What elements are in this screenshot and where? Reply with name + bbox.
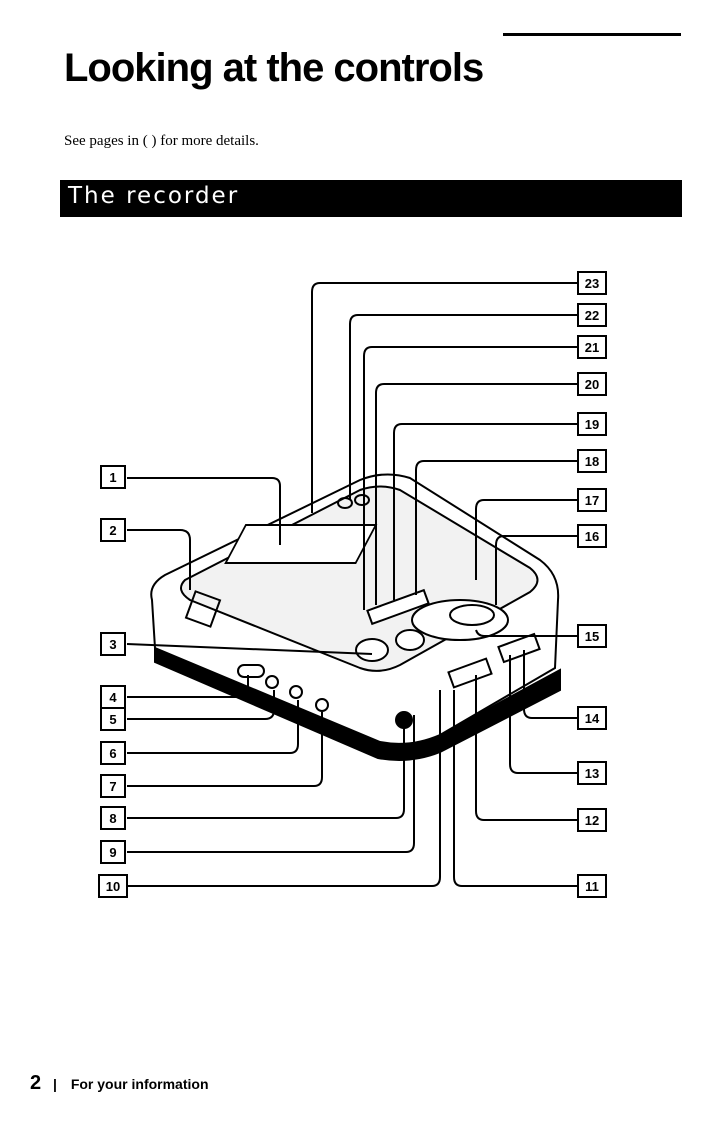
callout-2: 2 <box>101 519 125 541</box>
callout-19: 19 <box>578 413 606 435</box>
svg-text:12: 12 <box>585 813 599 828</box>
callout-18: 18 <box>578 450 606 472</box>
svg-text:18: 18 <box>585 454 599 469</box>
svg-text:4: 4 <box>109 690 117 705</box>
svg-text:6: 6 <box>109 746 116 761</box>
svg-text:11: 11 <box>585 879 599 894</box>
svg-text:16: 16 <box>585 529 599 544</box>
svg-text:20: 20 <box>585 377 599 392</box>
callout-6: 6 <box>101 742 125 764</box>
svg-text:19: 19 <box>585 417 599 432</box>
svg-text:10: 10 <box>106 879 120 894</box>
callout-23: 23 <box>578 272 606 294</box>
svg-text:7: 7 <box>109 779 116 794</box>
footer-text: For your information <box>71 1076 209 1092</box>
svg-text:1: 1 <box>109 470 116 485</box>
callout-5: 5 <box>101 708 125 730</box>
lcd-display <box>226 525 376 563</box>
callout-14: 14 <box>578 707 606 729</box>
svg-text:22: 22 <box>585 308 599 323</box>
svg-text:8: 8 <box>109 811 116 826</box>
callout-11: 11 <box>578 875 606 897</box>
svg-text:3: 3 <box>109 637 116 652</box>
recorder-illustration <box>151 474 560 760</box>
footer-page-number: 2 <box>30 1072 41 1094</box>
callout-17: 17 <box>578 489 606 511</box>
svg-text:13: 13 <box>585 766 599 781</box>
callout-21: 21 <box>578 336 606 358</box>
svg-text:14: 14 <box>585 711 600 726</box>
callout-7: 7 <box>101 775 125 797</box>
footer-separator: | <box>53 1076 57 1092</box>
stop-button <box>356 639 388 661</box>
callout-16: 16 <box>578 525 606 547</box>
svg-text:21: 21 <box>585 340 599 355</box>
svg-text:2: 2 <box>109 523 116 538</box>
callout-3: 3 <box>101 633 125 655</box>
callout-15: 15 <box>578 625 606 647</box>
svg-text:17: 17 <box>585 493 599 508</box>
callout-13: 13 <box>578 762 606 784</box>
callout-22: 22 <box>578 304 606 326</box>
svg-text:5: 5 <box>109 712 116 727</box>
callout-9: 9 <box>101 841 125 863</box>
callout-10: 10 <box>99 875 127 897</box>
page-footer: 2 | For your information <box>30 1072 209 1095</box>
svg-text:15: 15 <box>585 629 599 644</box>
play-button <box>396 630 424 650</box>
callout-8: 8 <box>101 807 125 829</box>
callout-20: 20 <box>578 373 606 395</box>
callout-1: 1 <box>101 466 125 488</box>
control-key <box>450 605 494 625</box>
svg-text:9: 9 <box>109 845 116 860</box>
callout-12: 12 <box>578 809 606 831</box>
svg-text:23: 23 <box>585 276 599 291</box>
callout-4: 4 <box>101 686 125 708</box>
